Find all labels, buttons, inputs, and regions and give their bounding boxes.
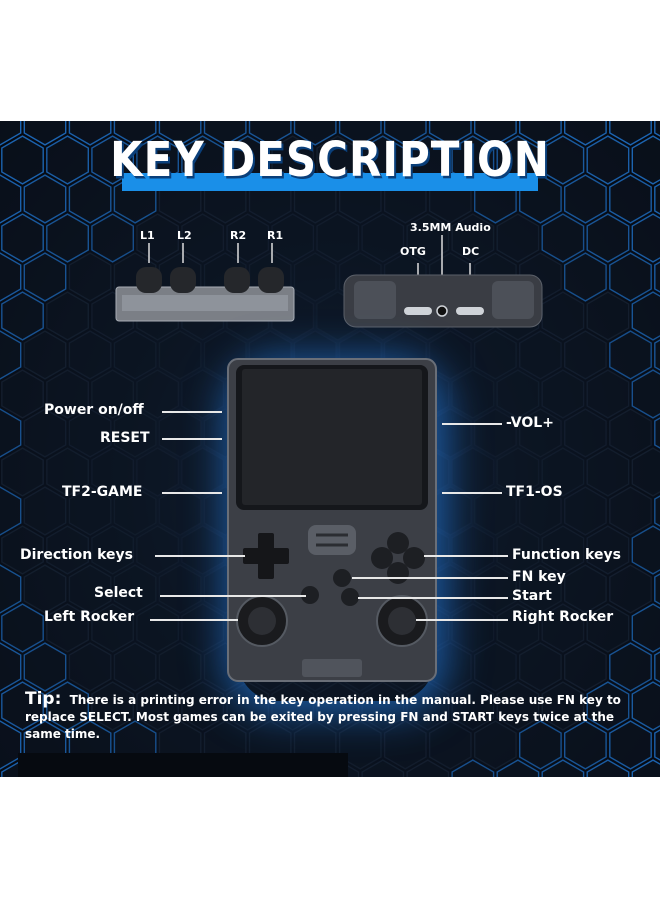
label-tf1: TF1-OS [506,484,563,500]
label-dc: DC [462,245,480,258]
label-l1: L1 [140,229,155,242]
label-power: Power on/off [44,402,144,418]
shoulder-button-r1 [258,267,284,293]
dpad [243,533,289,579]
leader-line-start [358,597,508,599]
label-function: Function keys [512,547,621,563]
label-r1: R1 [267,229,284,242]
label-audio: 3.5MM Audio [410,221,491,234]
label-direction: Direction keys [20,547,133,563]
device-front-view [227,358,437,682]
bottom-dark-strip [18,753,348,777]
label-r2: R2 [230,229,247,242]
title-underline-bar [122,173,538,191]
leader-line-select [160,595,306,597]
fn-key [333,569,351,587]
shoulder-button-l2 [170,267,196,293]
right-rocker [376,595,428,647]
leader-line-right-rocker [416,619,508,621]
leader-line-direction [155,555,245,557]
label-left-rocker: Left Rocker [44,609,135,625]
shoulder-button-l1 [136,267,162,293]
label-start: Start [512,588,552,604]
leader-line-left-rocker [150,619,238,621]
page-title: KEY DESCRIPTION [110,131,550,188]
leader-line-power [162,411,222,413]
leader-line-tf2 [162,492,222,494]
dc-port [456,307,484,315]
label-l2: L2 [177,229,192,242]
label-right-rocker: Right Rocker [512,609,614,625]
device-bottom-view [343,235,543,328]
leader-line-tf1 [442,492,502,494]
label-vol: -VOL+ [506,415,554,431]
leader-line-fn [352,577,508,579]
label-fn: FN key [512,569,566,585]
label-reset: RESET [100,430,150,446]
leader-line-vol [442,423,502,425]
key-description-panel: KEY DESCRIPTION L1 L2 R2 R1 3.5MM Audio … [0,121,660,777]
tip-label: Tip: [25,689,62,709]
left-rocker [236,595,288,647]
audio-jack [436,305,448,317]
speaker-grille [308,525,356,555]
leader-line-function [424,555,508,557]
label-tf2: TF2-GAME [62,484,143,500]
shoulder-button-r2 [224,267,250,293]
start-key [341,588,359,606]
leader-line-reset [162,438,222,440]
device-top-view [115,243,295,322]
tip-note: Tip: There is a printing error in the ke… [25,691,645,743]
label-select: Select [94,585,143,601]
select-key [301,586,319,604]
usb-otg-port [404,307,432,315]
label-otg: OTG [400,245,426,258]
tip-text: There is a printing error in the key ope… [25,693,621,741]
